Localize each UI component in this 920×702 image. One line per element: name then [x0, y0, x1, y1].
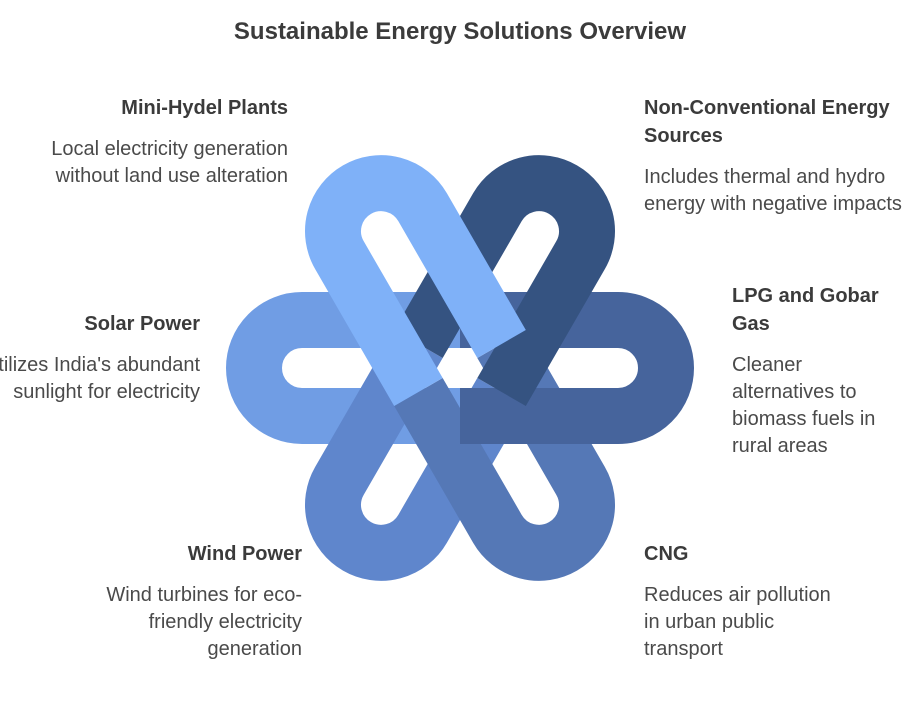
loop-non-conventional-shape [394, 155, 615, 406]
item-wind-description: Wind turbines for eco-friendly electrici… [106, 584, 302, 660]
item-cng: CNG Reduces air pollution in urban publi… [644, 540, 844, 663]
item-non-conventional-title: Non-Conventional Energy Sources [644, 97, 890, 147]
item-solar-description: Utilizes India's abundant sunlight for e… [0, 354, 200, 403]
item-mini-hydel-title: Mini-Hydel Plants [121, 97, 288, 119]
loop-mini-hydel-shape [305, 155, 526, 406]
item-wind-title: Wind Power [187, 543, 302, 565]
page-title: Sustainable Energy Solutions Overview [233, 18, 687, 45]
item-lpg-gobar-description: Cleaner alternatives to biomass fuels in… [732, 354, 876, 457]
item-non-conventional-description: Includes thermal and hydro energy with n… [644, 166, 902, 215]
loop-wind-shape [305, 330, 526, 581]
loop-non-conventional [394, 155, 615, 406]
item-solar-title: Solar Power [84, 313, 200, 335]
item-non-conventional: Non-Conventional Energy Sources Includes… [644, 94, 904, 218]
item-solar: Solar Power Utilizes India's abundant su… [0, 310, 200, 406]
loop-solar [226, 292, 460, 444]
loop-solar-shape [226, 292, 460, 444]
item-lpg-gobar: LPG and Gobar Gas Cleaner alternatives t… [732, 282, 904, 460]
item-mini-hydel-description: Local electricity generation without lan… [51, 138, 288, 187]
loop-cng-shape [394, 330, 615, 581]
loop-lpg-gobar [460, 292, 694, 444]
loop-lpg-gobar-shape [460, 292, 694, 444]
item-lpg-gobar-title: LPG and Gobar Gas [732, 285, 879, 335]
item-mini-hydel: Mini-Hydel Plants Local electricity gene… [48, 94, 288, 190]
item-cng-title: CNG [644, 543, 689, 565]
loop-wind [305, 330, 526, 581]
item-wind: Wind Power Wind turbines for eco-friendl… [62, 540, 302, 663]
loop-cng [394, 330, 615, 581]
loop-mini-hydel [305, 155, 526, 406]
item-cng-description: Reduces air pollution in urban public tr… [644, 584, 831, 660]
